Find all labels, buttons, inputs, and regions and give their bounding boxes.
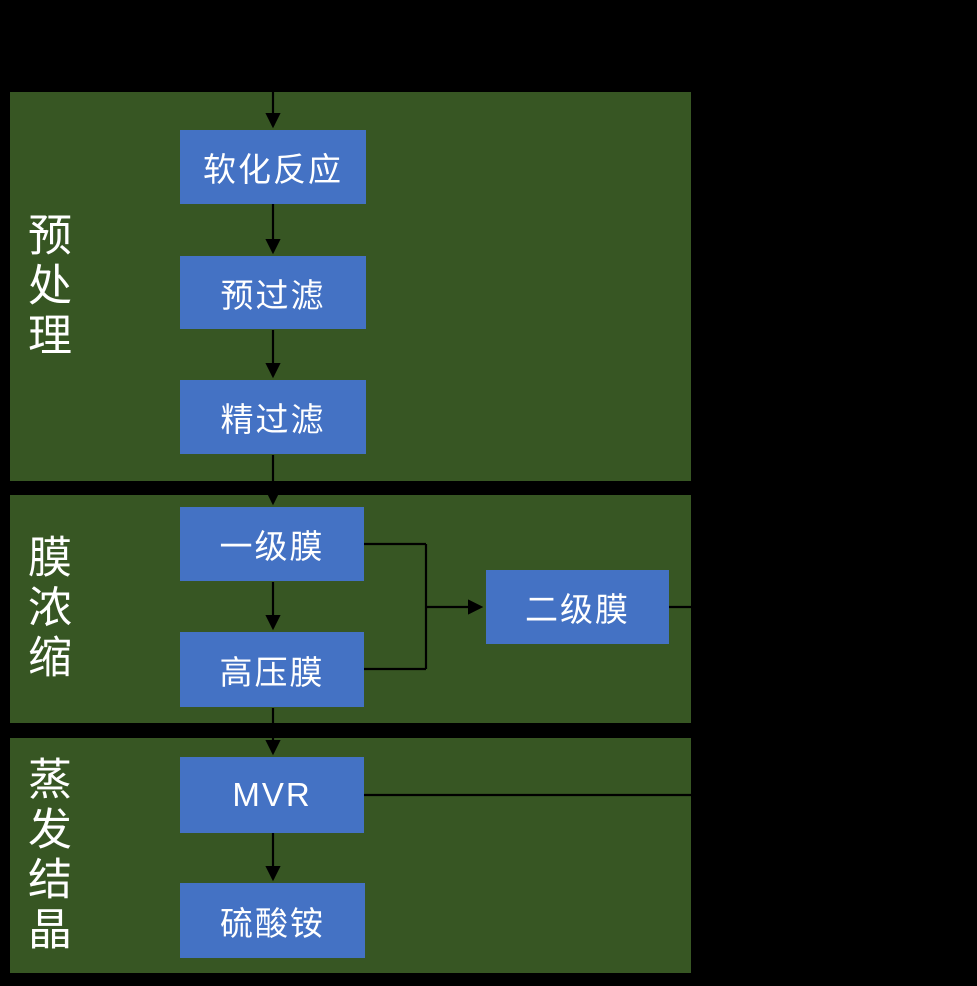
flow-node-ammonium-sulfate: 硫酸铵	[180, 883, 365, 958]
flow-node-prefilter: 预过滤	[180, 256, 366, 329]
flow-node-stage2-membrane: 二级膜	[486, 570, 669, 644]
flow-node-high-pressure-membrane: 高压膜	[180, 632, 364, 707]
section-label-membrane-concentration: 膜浓缩	[21, 534, 70, 684]
flow-node-fine-filter: 精过滤	[180, 380, 366, 454]
flow-node-mvr: MVR	[180, 757, 364, 833]
flow-node-stage1-membrane: 一级膜	[180, 507, 364, 581]
section-label-pretreatment: 预处理	[21, 212, 70, 362]
section-label-evaporation-crystallization: 蒸发结晶	[21, 756, 70, 956]
flow-node-soften-reaction: 软化反应	[180, 130, 366, 204]
